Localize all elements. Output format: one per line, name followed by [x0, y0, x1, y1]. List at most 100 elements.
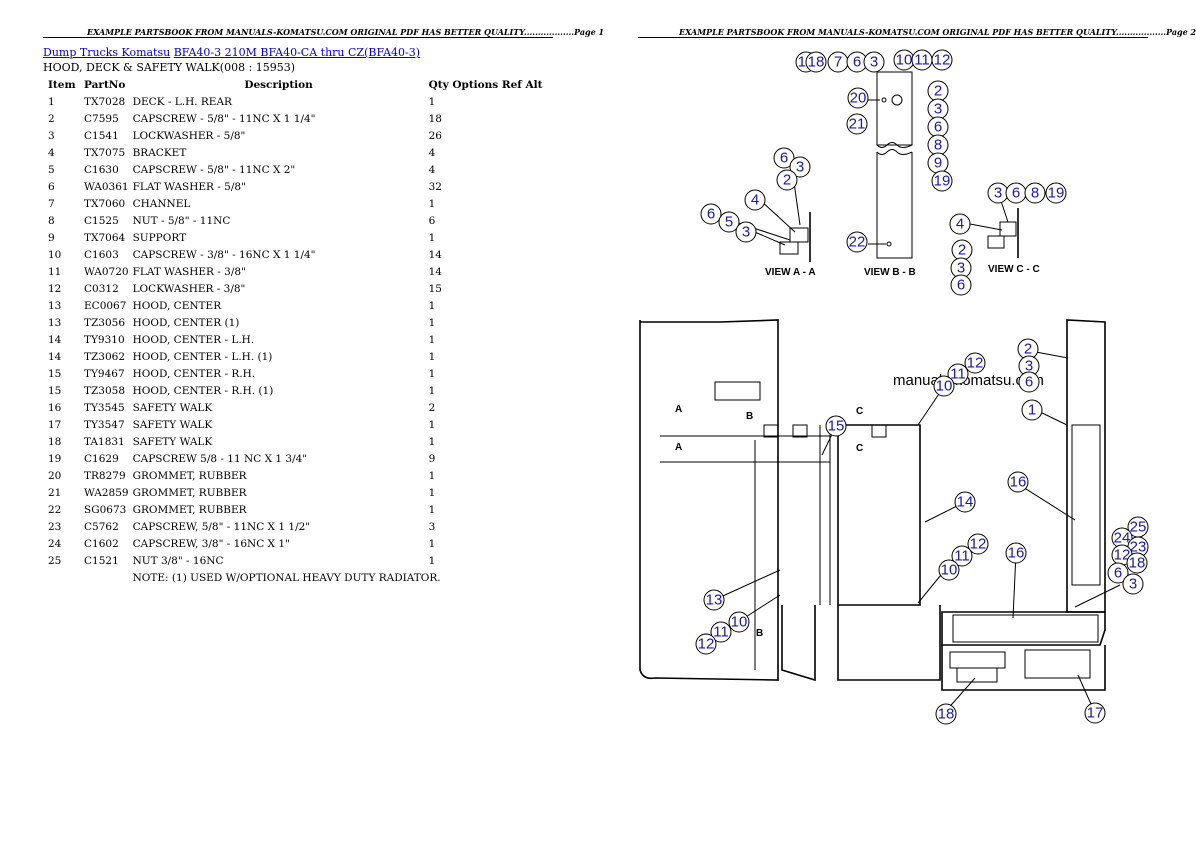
- callout-number: 19: [1048, 185, 1065, 202]
- callout-number: 11: [954, 548, 970, 565]
- callout-number: 8: [934, 137, 942, 154]
- cell-description: DECK - L.H. REAR: [132, 95, 232, 108]
- callout-circle: [846, 231, 868, 253]
- col-item-header: Item: [48, 78, 76, 91]
- cell-partno: EC0067: [84, 299, 127, 312]
- cell-qty: 9: [428, 452, 436, 465]
- callout-number: 22: [849, 234, 866, 251]
- page-header-left: EXAMPLE PARTSBOOK FROM MANUALS-KOMATSU.C…: [87, 27, 605, 37]
- cell-partno: C5762: [84, 520, 119, 533]
- callout-number: 6: [1025, 374, 1033, 391]
- callout-circle: [1007, 471, 1029, 493]
- cell-item: 17: [48, 418, 62, 431]
- callout-number: 12: [1114, 547, 1131, 564]
- watermark-text: manuals-komatsu.com: [893, 372, 1044, 389]
- callout-circle: [789, 156, 811, 178]
- callout-number: 18: [808, 54, 825, 71]
- cell-qty: 1: [428, 384, 436, 397]
- callout-number: 2: [1024, 341, 1032, 358]
- callout-number: 10: [936, 378, 953, 395]
- cell-partno: WA2859: [84, 486, 129, 499]
- cell-qty: 1: [428, 469, 436, 482]
- cell-description: CAPSCREW, 3/8" - 16NC X 1": [132, 537, 290, 550]
- cell-item: 19: [48, 452, 62, 465]
- callout-bubble: 4: [744, 189, 766, 211]
- callout-number: 18: [938, 706, 955, 723]
- main-assembly-drawing: [639, 319, 1121, 714]
- callout-number: 6: [1114, 565, 1122, 582]
- cell-partno: TX7064: [84, 231, 126, 244]
- header-rule-left: [43, 37, 553, 38]
- callout-bubble: 3: [789, 156, 811, 178]
- callout-circle: [728, 611, 750, 633]
- cell-qty: 1: [428, 95, 436, 108]
- cell-item: 18: [48, 435, 62, 448]
- callout-number: 3: [994, 185, 1002, 202]
- cell-partno: TZ3058: [84, 384, 126, 397]
- callout-bubble: 19: [931, 170, 953, 192]
- breadcrumb-link-model[interactable]: BFA40-3 210M BFA40-CA thru CZ(BFA40-3): [173, 46, 421, 59]
- callout-bubble: 19: [1045, 182, 1067, 204]
- cell-partno: C1603: [84, 248, 119, 261]
- cell-item: 8: [48, 214, 55, 227]
- cell-partno: C7595: [84, 112, 119, 125]
- header-rule-right: [638, 37, 1148, 38]
- callout-bubble: 3: [987, 182, 1009, 204]
- cell-description: SAFETY WALK: [132, 435, 213, 448]
- callout-circle: [1122, 573, 1144, 595]
- cell-description: HOOD, CENTER - L.H.: [132, 333, 255, 346]
- callout-number: 3: [934, 101, 942, 118]
- callout-number: 12: [967, 355, 984, 372]
- cell-qty: 1: [428, 231, 436, 244]
- callout-number: 3: [870, 54, 878, 71]
- callout-number: 10: [941, 562, 958, 579]
- cell-description: SUPPORT: [132, 231, 187, 244]
- callout-circle: [805, 51, 827, 73]
- callout-circle: [1005, 542, 1027, 564]
- callout-bubble: 6: [773, 147, 795, 169]
- cell-item: 24: [48, 537, 62, 550]
- callout-bubble: 12: [695, 633, 717, 655]
- callout-number: 6: [707, 206, 715, 223]
- callout-circle: [825, 415, 847, 437]
- cell-partno: C1602: [84, 537, 119, 550]
- callout-number: 23: [1130, 539, 1147, 556]
- callout-number: 5: [725, 214, 733, 231]
- cell-description: NUT 3/8" - 16NC: [132, 554, 224, 567]
- callout-bubble: 3: [735, 221, 757, 243]
- cell-item: 5: [48, 163, 55, 176]
- cell-description: HOOD, CENTER - R.H.: [132, 367, 256, 380]
- cell-description: LOCKWASHER - 3/8": [132, 282, 246, 295]
- callout-circle: [931, 170, 953, 192]
- callout-circle: [700, 203, 722, 225]
- cell-description: GROMMET, RUBBER: [132, 469, 247, 482]
- col-description-header: Description: [244, 78, 313, 91]
- cell-qty: 15: [428, 282, 442, 295]
- callout-bubble: 6: [1018, 371, 1040, 393]
- callout-number: 13: [706, 592, 723, 609]
- cell-item: 15: [48, 367, 62, 380]
- cell-description: SAFETY WALK: [132, 418, 213, 431]
- view-label-b: VIEW B - B: [864, 267, 916, 278]
- callout-bubble: 9: [927, 152, 949, 174]
- callout-circle: [863, 51, 885, 73]
- callout-bubble: 3: [863, 51, 885, 73]
- cell-qty: 1: [428, 418, 436, 431]
- breadcrumb-link-dump-trucks[interactable]: Dump Trucks Komatsu: [43, 46, 171, 59]
- section-letter: C: [856, 406, 863, 417]
- breadcrumb: Dump Trucks Komatsu BFA40-3 210M BFA40-C…: [43, 46, 420, 59]
- callout-bubble: 3: [1122, 573, 1144, 595]
- callout-number: 19: [934, 173, 951, 190]
- callout-number: 1: [1028, 402, 1036, 419]
- callout-circle: [718, 211, 740, 233]
